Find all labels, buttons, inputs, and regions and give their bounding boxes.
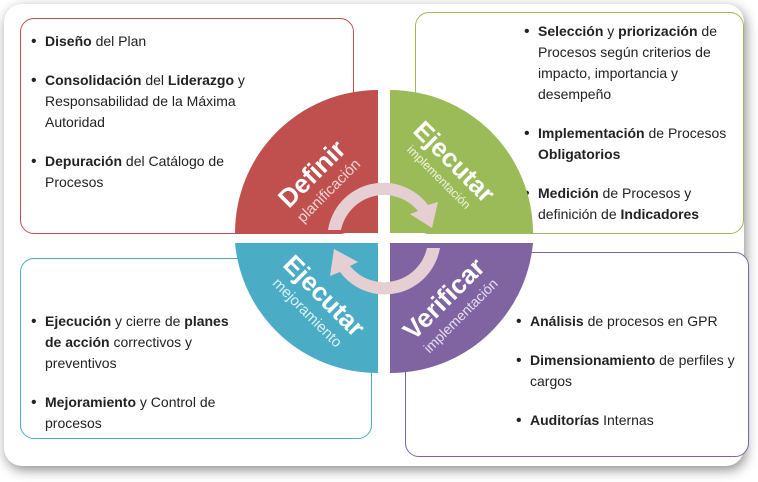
list-item: Mejoramiento y Control de procesos xyxy=(31,392,231,434)
list-item: Selección y priorización de Procesos seg… xyxy=(524,21,734,105)
list-item: Dimensionamiento de perfiles y cargos xyxy=(516,350,736,392)
list-item: Diseño del Plan xyxy=(31,31,256,52)
list-item: Consolidación del Liderazgo y Responsabi… xyxy=(31,70,256,133)
list-item: Auditorías Internas xyxy=(516,410,736,431)
list-item: Ejecución y cierre de planes de acción c… xyxy=(31,311,231,374)
cycle-arrow-top-icon xyxy=(328,182,438,230)
list-item: Implementación de Procesos Obligatorios xyxy=(524,123,734,165)
quadrant-definir xyxy=(235,90,378,233)
quadrant-ejecutar-implementacion xyxy=(390,90,533,233)
list-item: Análisis de procesos en GPR xyxy=(516,311,736,332)
quadrant-ejecutar-mejoramiento xyxy=(235,243,378,374)
cycle-arrow-bottom-icon xyxy=(330,248,440,295)
list-item: Depuración del Catálogo de Procesos xyxy=(31,151,256,193)
